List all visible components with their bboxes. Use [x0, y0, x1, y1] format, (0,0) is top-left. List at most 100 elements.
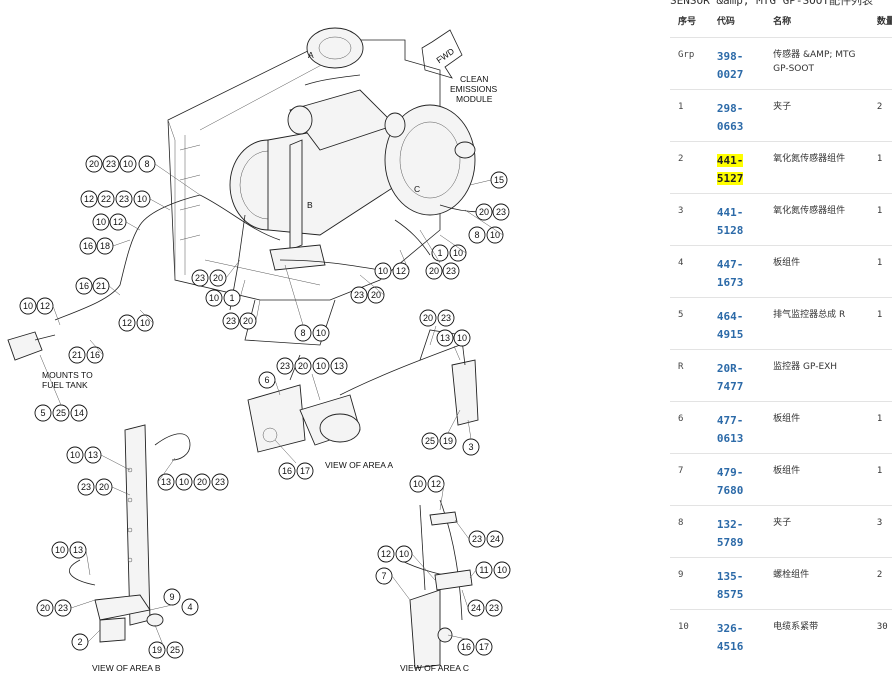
area-c-marker: C: [414, 184, 420, 194]
part-code-link[interactable]: 479-7680: [716, 466, 744, 497]
row-name: 传感器 &AMP; MTG GP-SOOT: [765, 37, 869, 90]
row-qty: 1: [868, 141, 892, 194]
svg-text:10: 10: [457, 333, 467, 343]
svg-text:16: 16: [83, 241, 93, 251]
svg-text:21: 21: [96, 281, 106, 291]
callout: 12: [36, 297, 54, 315]
mounts-to-line1: MOUNTS TO: [42, 370, 93, 380]
part-code-link[interactable]: 298-0663: [716, 102, 744, 133]
callout: 1: [431, 244, 449, 262]
callout: 23: [492, 203, 510, 221]
mounts-to-line2: FUEL TANK: [42, 380, 88, 390]
part-code-link[interactable]: 326-4516: [716, 622, 744, 653]
view-area-b-label: VIEW OF AREA B: [92, 663, 161, 673]
svg-text:11: 11: [479, 565, 488, 575]
part-code-link[interactable]: 398-0027: [716, 50, 744, 81]
row-qty: 1: [868, 245, 892, 298]
svg-text:1: 1: [229, 293, 234, 303]
header-qty: 数量: [876, 17, 892, 27]
callout: 10: [51, 541, 69, 559]
parts-list-panel: SENSOR &amp; MTG GP-SOOT配件列表 序号 代码 名称 数量…: [670, 0, 892, 675]
view-area-c-drawing: [399, 499, 473, 669]
callout: 19: [439, 432, 457, 450]
row-seq: 7: [670, 453, 709, 506]
callout: 12: [80, 190, 98, 208]
callout: 23: [222, 312, 240, 330]
svg-text:16: 16: [282, 466, 292, 476]
callout: 23: [350, 286, 368, 304]
svg-text:1: 1: [437, 248, 442, 258]
emissions-module: [229, 27, 476, 236]
svg-text:10: 10: [497, 565, 507, 575]
part-code-link[interactable]: 20R-7477: [716, 362, 744, 393]
part-code-link[interactable]: 447-1673: [716, 258, 744, 289]
callout: 13: [330, 357, 348, 375]
view-area-a-label: VIEW OF AREA A: [325, 460, 393, 470]
callout: 23: [442, 262, 460, 280]
svg-text:23: 23: [119, 194, 129, 204]
table-row: 1 298-0663 夹子 2: [670, 89, 892, 142]
part-code-link[interactable]: 477-0613: [716, 414, 744, 445]
header-seq: 序号: [678, 17, 697, 27]
svg-text:16: 16: [461, 642, 471, 652]
svg-text:23: 23: [354, 290, 364, 300]
table-row: R 20R-7477 监控器 GP-EXH: [670, 349, 892, 402]
svg-text:20: 20: [197, 477, 207, 487]
row-name: 板组件: [765, 401, 869, 454]
svg-text:19: 19: [152, 645, 162, 655]
svg-text:10: 10: [55, 545, 65, 555]
area-a-marker: A: [308, 50, 314, 60]
row-name: 板组件: [765, 453, 869, 506]
svg-text:23: 23: [441, 313, 451, 323]
callout: 22: [97, 190, 115, 208]
row-name: 板组件: [765, 245, 869, 298]
svg-text:10: 10: [137, 194, 147, 204]
row-name: 夹子: [765, 89, 869, 142]
svg-text:20: 20: [213, 273, 223, 283]
callout: 23: [191, 269, 209, 287]
row-seq: 9: [670, 557, 709, 610]
svg-text:24: 24: [490, 534, 500, 544]
callout: 17: [296, 462, 314, 480]
callout: 16: [86, 346, 104, 364]
callout: 12: [118, 314, 136, 332]
callout: 12: [427, 475, 445, 493]
part-code-link[interactable]: 135-8575: [716, 570, 744, 601]
svg-text:10: 10: [399, 549, 409, 559]
callout: 24: [467, 599, 485, 617]
svg-text:13: 13: [73, 545, 83, 555]
parts-diagram: FWD A B C CLEAN EMISSIO: [7, 27, 511, 673]
svg-text:15: 15: [494, 175, 504, 185]
row-name: 氧化氮传感器组件: [765, 141, 869, 194]
view-area-c-label: VIEW OF AREA C: [400, 663, 469, 673]
svg-text:10: 10: [123, 159, 133, 169]
table-row: 5 464-4915 排气监控器总成 R 1: [670, 297, 892, 350]
callout: 20: [294, 357, 312, 375]
callout: 16: [79, 237, 97, 255]
callout: 13: [436, 329, 454, 347]
callout: 2: [71, 633, 89, 651]
row-qty: 1: [868, 401, 892, 454]
table-header-row: 序号 代码 名称 数量: [670, 14, 892, 38]
row-qty: [868, 37, 892, 90]
callout: 25: [52, 404, 70, 422]
svg-text:5: 5: [40, 408, 45, 418]
table-row: 10 326-4516 电缆系紧带 30: [670, 609, 892, 661]
row-seq: 5: [670, 297, 709, 350]
callout: 10: [119, 155, 137, 173]
part-code-link[interactable]: 132-5789: [716, 518, 744, 549]
callout: 10: [205, 289, 223, 307]
table-row: 7 479-7680 板组件 1: [670, 453, 892, 506]
part-code-link-highlighted[interactable]: 441-5127: [716, 154, 744, 185]
callout: 10: [133, 190, 151, 208]
callout: 8: [138, 155, 156, 173]
svg-text:23: 23: [195, 273, 205, 283]
svg-text:20: 20: [298, 361, 308, 371]
part-code-link[interactable]: 464-4915: [716, 310, 744, 341]
svg-text:10: 10: [70, 450, 80, 460]
callout: 13: [157, 473, 175, 491]
svg-text:12: 12: [122, 318, 132, 328]
callout: 10: [66, 446, 84, 464]
header-name: 名称: [773, 17, 792, 27]
part-code-link[interactable]: 441-5128: [716, 206, 744, 237]
